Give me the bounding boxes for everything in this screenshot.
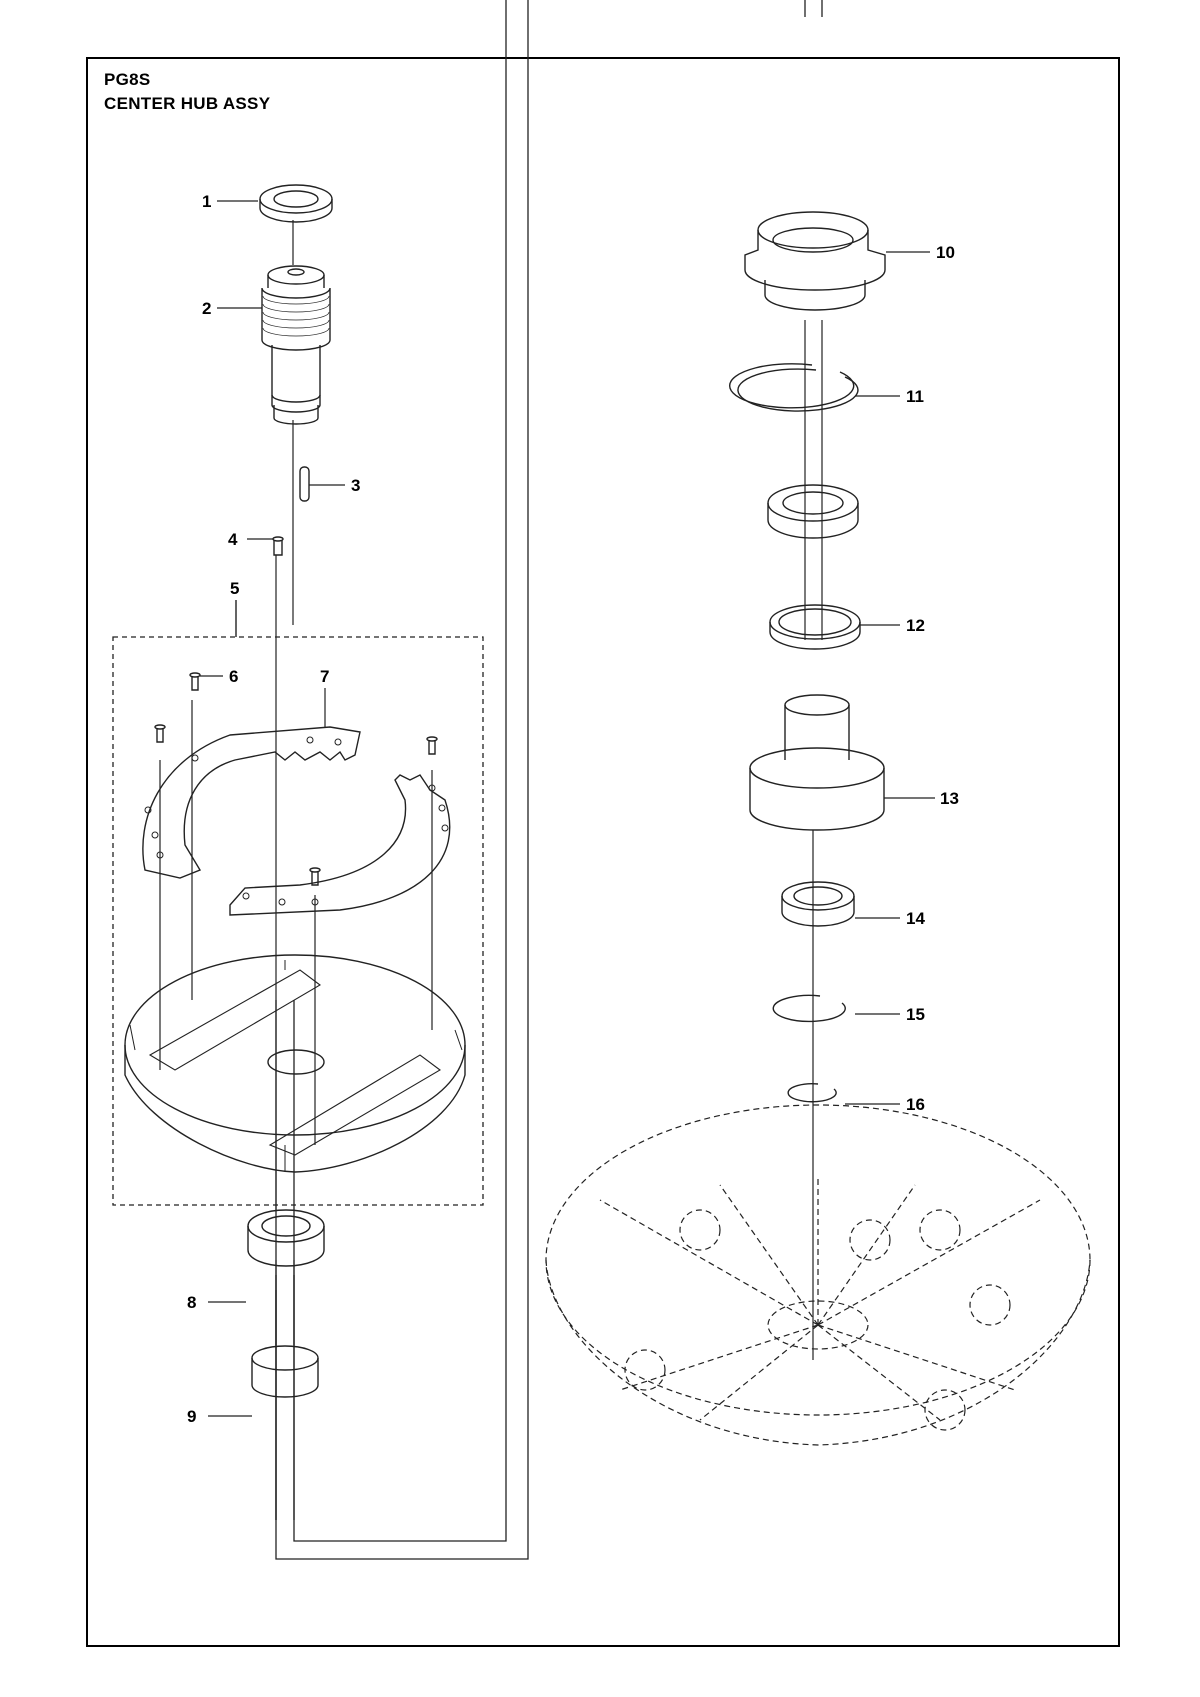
routing-line <box>275 0 823 1560</box>
part-5-group-box <box>112 636 484 1206</box>
callout-10: 10 <box>936 243 955 262</box>
part-6-screws <box>154 672 438 886</box>
callout-5: 5 <box>230 579 239 598</box>
part-16-ring <box>787 1083 837 1103</box>
callout-2: 2 <box>202 299 211 318</box>
part-bearing-upper <box>767 484 859 539</box>
callout-7: 7 <box>320 667 329 686</box>
part-10-housing <box>744 211 886 311</box>
diagram-title: CENTER HUB ASSY <box>104 94 271 113</box>
callout-8: 8 <box>187 1293 196 1312</box>
callout-16: 16 <box>906 1095 925 1114</box>
part-3-key <box>299 466 310 502</box>
axis-line-right <box>804 320 823 1360</box>
callout-labels: 1 2 3 4 5 6 7 8 9 10 11 12 13 14 15 16 <box>187 192 959 1426</box>
callout-9: 9 <box>187 1407 196 1426</box>
part-11-ring <box>729 363 859 412</box>
callout-15: 15 <box>906 1005 925 1024</box>
part-8-bearing <box>247 1209 325 1267</box>
part-9-sleeve <box>251 1345 319 1398</box>
part-13-hub <box>749 694 885 831</box>
drawing-border <box>86 57 1120 1647</box>
leader-lines <box>200 200 935 1417</box>
part-1-seal <box>259 184 333 223</box>
callout-12: 12 <box>906 616 925 635</box>
callout-13: 13 <box>940 789 959 808</box>
part-2-shaft <box>261 265 331 425</box>
part-4-screw <box>272 536 284 556</box>
part-15-ring <box>772 994 846 1023</box>
part-12-ring <box>769 604 861 650</box>
base-plate <box>124 954 466 1173</box>
callout-6: 6 <box>229 667 238 686</box>
dashed-wheel-base <box>545 1104 1091 1446</box>
callout-14: 14 <box>906 909 925 928</box>
part-14-bearing <box>781 881 855 927</box>
callout-4: 4 <box>228 530 238 549</box>
callout-3: 3 <box>351 476 360 495</box>
callout-1: 1 <box>202 192 211 211</box>
part-7-plates <box>142 726 451 916</box>
model-name: PG8S <box>104 70 151 89</box>
axis-line-left <box>159 220 433 1345</box>
callout-11: 11 <box>906 387 924 406</box>
